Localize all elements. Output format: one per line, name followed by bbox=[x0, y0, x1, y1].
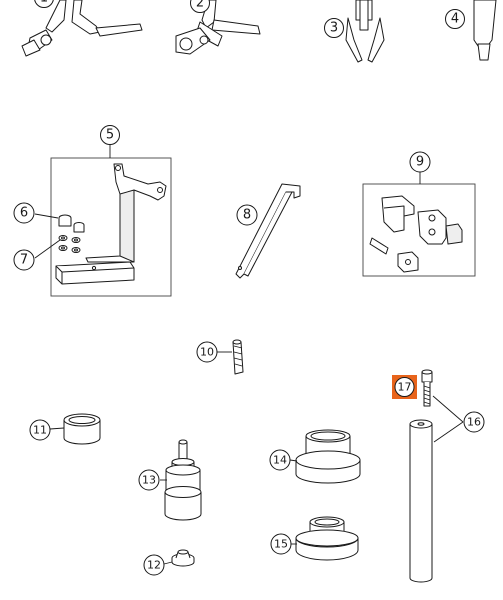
svg-text:4: 4 bbox=[451, 12, 459, 27]
callout-7: 7 bbox=[13, 249, 35, 271]
svg-text:17: 17 bbox=[398, 381, 412, 394]
svg-text:5: 5 bbox=[106, 128, 114, 143]
pin-10 bbox=[232, 339, 244, 375]
rod-16 bbox=[409, 419, 433, 583]
svg-text:9: 9 bbox=[416, 155, 424, 170]
callout-13: 13 bbox=[138, 469, 160, 491]
tool-4-punch bbox=[473, 0, 497, 61]
svg-text:11: 11 bbox=[33, 424, 47, 437]
callout-16: 16 bbox=[463, 411, 485, 433]
tool-1-pliers bbox=[21, 0, 143, 57]
bushing-tool-14 bbox=[295, 429, 361, 484]
adapter-kit-9 bbox=[369, 195, 463, 273]
callout-3: 3 bbox=[324, 18, 344, 38]
press-tool-15 bbox=[295, 516, 359, 561]
svg-text:12: 12 bbox=[147, 559, 161, 572]
svg-text:13: 13 bbox=[142, 474, 156, 487]
svg-text:15: 15 bbox=[274, 538, 288, 551]
callout-10: 10 bbox=[196, 341, 218, 363]
callout-6: 6 bbox=[13, 202, 35, 224]
svg-text:7: 7 bbox=[20, 253, 28, 268]
mandrel-13 bbox=[164, 439, 202, 521]
kit-5-frame bbox=[50, 157, 172, 297]
strap-8 bbox=[235, 183, 301, 279]
bolt-set-6 bbox=[58, 214, 85, 233]
cap-12 bbox=[171, 549, 195, 567]
svg-text:10: 10 bbox=[200, 346, 214, 359]
sleeve-11 bbox=[63, 413, 101, 445]
callout-14: 14 bbox=[269, 449, 291, 471]
svg-text:14: 14 bbox=[273, 454, 287, 467]
callout-12: 12 bbox=[143, 554, 165, 576]
callout-15: 15 bbox=[270, 533, 292, 555]
holder-bracket bbox=[55, 163, 167, 285]
tool-2-crimping-pliers bbox=[175, 0, 261, 55]
callout-9: 9 bbox=[409, 151, 431, 173]
callout-5: 5 bbox=[100, 125, 120, 145]
callout-4: 4 bbox=[445, 9, 465, 29]
svg-text:6: 6 bbox=[20, 206, 28, 221]
svg-text:2: 2 bbox=[196, 0, 204, 11]
svg-text:16: 16 bbox=[467, 416, 481, 429]
svg-text:8: 8 bbox=[243, 208, 251, 223]
tool-3-puller bbox=[345, 0, 385, 63]
svg-text:3: 3 bbox=[330, 21, 338, 36]
nut-set-7 bbox=[58, 235, 81, 253]
callout-17-highlighted: 17 bbox=[392, 375, 417, 399]
svg-text:1: 1 bbox=[40, 0, 48, 6]
screw-17 bbox=[421, 369, 433, 407]
callout-11: 11 bbox=[29, 419, 51, 441]
callout-8: 8 bbox=[236, 204, 258, 226]
kit-9-frame bbox=[362, 183, 476, 277]
callout-2: 2 bbox=[190, 0, 210, 13]
callout-1: 1 bbox=[34, 0, 54, 8]
leader-lines bbox=[34, 144, 464, 565]
